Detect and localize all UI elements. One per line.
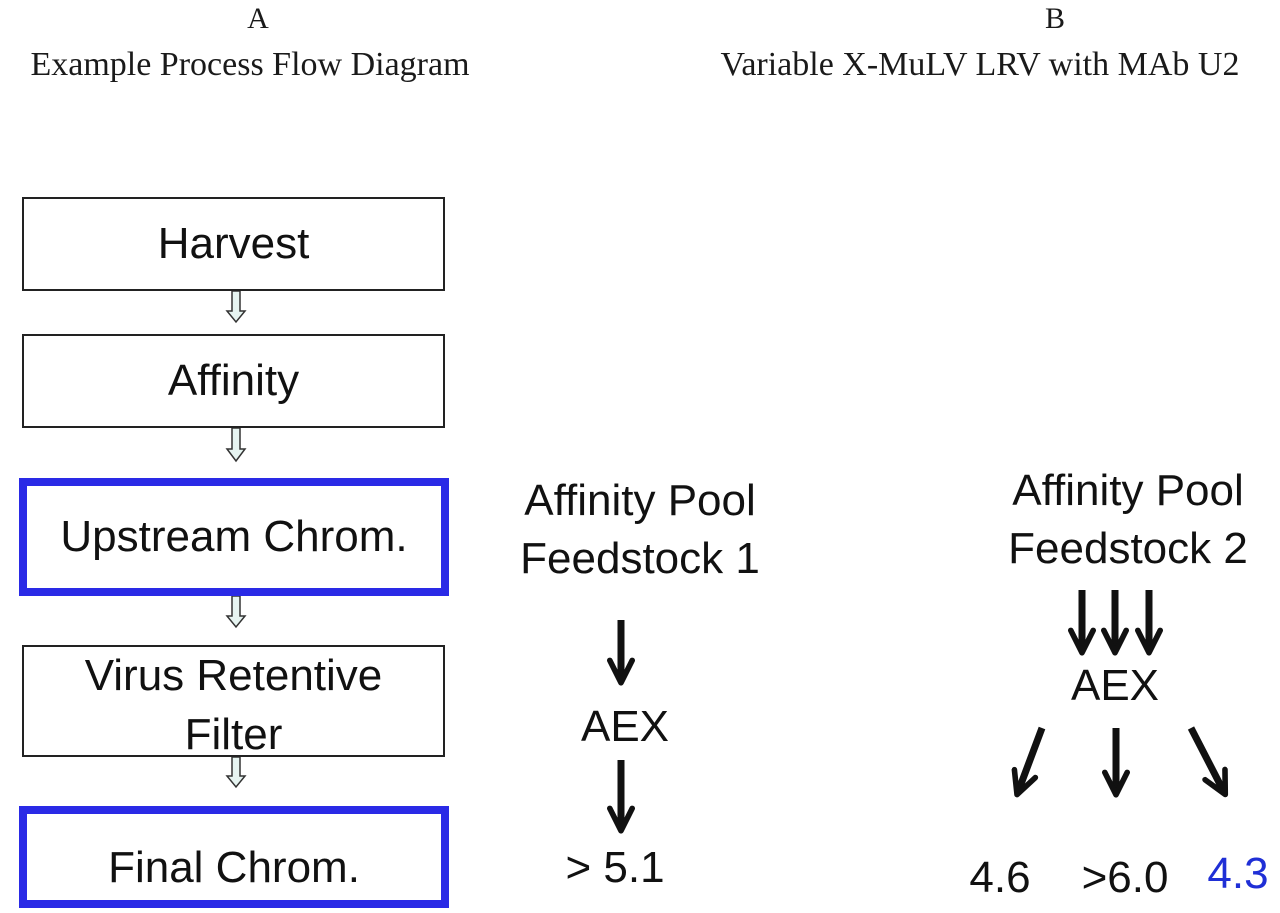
step-harvest-label: Harvest — [157, 219, 310, 269]
step-virus-retentive-filter: Virus Retentive Filter — [22, 645, 445, 759]
fs2-arrow-out-left — [1011, 726, 1046, 798]
flow-arrow-1 — [225, 290, 247, 324]
step-final-chrom: Final Chrom. — [19, 806, 449, 908]
fs1-lrv-result: > 5.1 — [565, 843, 665, 892]
fs1-source-line2: Feedstock 1 — [520, 534, 760, 583]
step-upstream-chrom: Upstream Chrom. — [19, 478, 449, 596]
fs2-arrow-out-right — [1187, 726, 1229, 798]
fs2-source-line2: Feedstock 2 — [1008, 524, 1248, 573]
panel-a-letter: A — [247, 2, 269, 35]
flow-arrow-3 — [225, 595, 247, 629]
step-virus-retentive-filter-label: Virus Retentive Filter — [84, 650, 383, 759]
fs1-aex-step: AEX — [580, 702, 670, 751]
flow-arrow-4 — [225, 756, 247, 789]
fs1-source-line1: Affinity Pool — [524, 476, 756, 525]
step-upstream-chrom-label: Upstream Chrom. — [60, 512, 408, 562]
fs2-lrv-result-1: 4.6 — [969, 853, 1031, 902]
step-harvest: Harvest — [22, 197, 445, 291]
step-affinity-label: Affinity — [167, 356, 300, 406]
step-affinity: Affinity — [22, 334, 445, 428]
fs2-aex-step: AEX — [1070, 661, 1160, 710]
panel-b-title: Variable X-MuLV LRV with MAb U2 — [720, 46, 1240, 83]
fs2-source-line1: Affinity Pool — [1012, 466, 1244, 515]
step-final-chrom-label: Final Chrom. — [108, 843, 360, 893]
panel-a-title: Example Process Flow Diagram — [30, 46, 470, 83]
panel-b-letter: B — [1044, 2, 1065, 35]
fs2-lrv-result-3: 4.3 — [1207, 849, 1269, 898]
fs2-lrv-result-2: >6.0 — [1081, 853, 1169, 902]
flow-arrow-2 — [225, 427, 247, 463]
